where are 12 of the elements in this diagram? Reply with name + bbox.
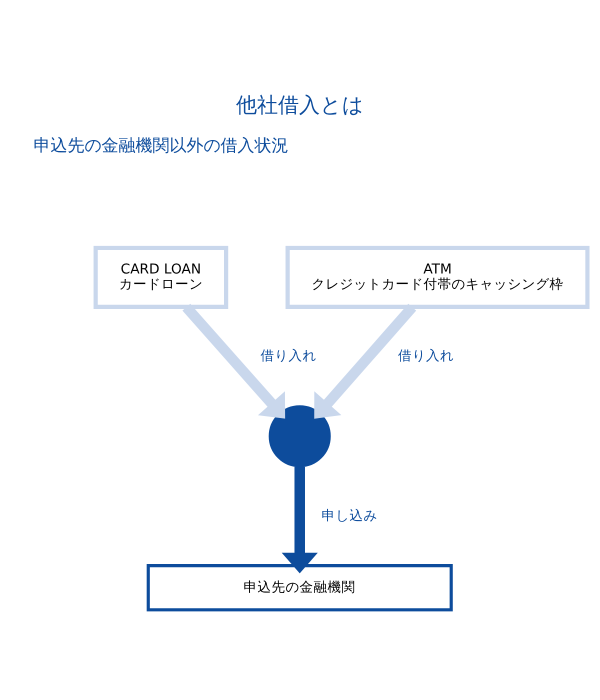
edge-label: 借り入れ [398,347,454,364]
node-box: ATM クレジットカード付帯のキャッシング枠 [286,245,590,308]
arrow [314,303,416,418]
node-person [268,404,331,467]
label: 申込先の金融機関以外の借入状況 [33,134,288,154]
arrow [282,466,318,573]
edge-label: 借り入れ [260,347,316,364]
edge-label: 申し込み [321,507,378,524]
diagram-title: 他社借入とは [236,92,364,117]
arrow [182,303,286,418]
node-box: 申込先の金融機関 [146,564,453,611]
node-box: CARD LOAN カードローン [94,245,228,308]
